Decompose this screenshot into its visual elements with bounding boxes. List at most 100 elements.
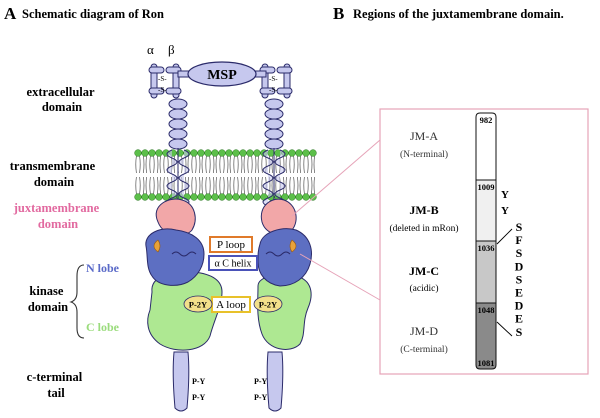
- left-transmembrane-helix: [166, 148, 190, 207]
- jm-end-residue: 1081: [478, 358, 495, 368]
- lipid-head-top: [225, 149, 233, 157]
- jm-residue-number: 1036: [478, 243, 495, 253]
- left-tail-py-2: P-Y: [192, 393, 206, 402]
- right-c-tail: [266, 351, 284, 412]
- right-transmembrane-helix: [262, 148, 286, 207]
- lipid-tail-top: [191, 155, 197, 174]
- right-p2y-label: P-2Y: [259, 300, 277, 310]
- lipid-tail-bottom: [199, 176, 203, 195]
- label-c-lobe: C lobe: [86, 320, 120, 334]
- jm-c-residue: S: [516, 272, 523, 286]
- lipid-head-top: [148, 149, 156, 157]
- lipid-head-bottom: [211, 193, 219, 201]
- jm-c-residue: D: [515, 259, 524, 273]
- lipid-tail-top: [149, 155, 155, 174]
- zoom-connector-bottom: [299, 253, 381, 301]
- label-cterminal-2: tail: [47, 386, 65, 400]
- lipid-head-bottom: [288, 193, 296, 201]
- kinase-lobe-brace: [69, 264, 85, 339]
- jm-d-name: JM-D: [410, 324, 438, 338]
- left-p2y-badge: [183, 295, 213, 313]
- lipid-tail-top: [297, 155, 301, 174]
- lipid-layer: [134, 149, 317, 201]
- left-n-lobe: [145, 228, 205, 286]
- left-disulfide-1: -S-: [158, 75, 167, 83]
- left-ac-helix-icon: [171, 251, 197, 257]
- lipid-head-top: [190, 149, 198, 157]
- lipid-tail-bottom: [149, 176, 155, 195]
- lipid-tail-top: [219, 155, 225, 174]
- right-disulfide-2: -S-: [269, 86, 278, 94]
- lipid-tail-top: [233, 155, 239, 174]
- lipid-head-bottom: [253, 193, 261, 201]
- label-juxtamembrane-2: domain: [38, 217, 78, 231]
- jm-a-name: JM-A: [410, 129, 438, 143]
- lipid-tail-top: [241, 155, 245, 174]
- lipid-head-bottom: [155, 193, 163, 201]
- jm-c-residue: D: [515, 299, 524, 313]
- right-ac-helix-icon: [265, 251, 291, 257]
- zoom-connector-top: [291, 139, 381, 217]
- lipid-tail-bottom: [241, 176, 245, 195]
- msp-label: MSP: [207, 68, 237, 83]
- lipid-head-bottom: [134, 193, 142, 201]
- jm-c-residue: S: [516, 220, 523, 234]
- jm-b-desc: (deleted in mRon): [389, 223, 458, 234]
- lipid-tail-top: [135, 155, 141, 174]
- right-atp-icon: [289, 239, 297, 253]
- lipid-head-top: [288, 149, 296, 157]
- lipid-head-bottom: [302, 193, 310, 201]
- lipid-head-bottom: [197, 193, 205, 201]
- lipid-head-top: [134, 149, 142, 157]
- label-kinase-1: kinase: [29, 284, 63, 298]
- lipid-tail-bottom: [213, 176, 217, 195]
- jm-c-desc: (acidic): [409, 283, 438, 294]
- lipid-head-bottom: [295, 193, 303, 201]
- panel-a: A Schematic diagram of Ron extracellular…: [4, 4, 381, 412]
- lipid-tail-top: [213, 155, 217, 174]
- lipid-tail-top: [227, 155, 231, 174]
- left-disulfide-2: -S-: [158, 86, 167, 94]
- lipid-head-top: [309, 149, 317, 157]
- lipid-tail-bottom: [233, 176, 239, 195]
- lipid-head-top: [211, 149, 219, 157]
- right-n-lobe: [257, 228, 312, 287]
- lipid-tail-top: [205, 155, 211, 174]
- svg-text:c-terminal tail: c-terminal tail: [27, 370, 86, 400]
- label-cterminal-1: c-terminal: [27, 370, 83, 384]
- lipid-tail-top: [255, 155, 259, 174]
- lipid-tail-top: [289, 155, 295, 174]
- membrane-bilayer: [134, 149, 317, 201]
- lipid-tail-top: [303, 155, 309, 174]
- lipid-head-top: [239, 149, 247, 157]
- alpha-label: α: [147, 42, 154, 57]
- lipid-tail-top: [247, 155, 253, 174]
- lipid-tail-bottom: [143, 176, 147, 195]
- lipid-head-bottom: [148, 193, 156, 201]
- lipid-head-bottom: [239, 193, 247, 201]
- lipid-tail-bottom: [255, 176, 259, 195]
- lipid-tail-bottom: [191, 176, 197, 195]
- lipid-tail-top: [311, 155, 315, 174]
- panel-b: B Regions of the juxtamembrane domain. 9…: [333, 4, 589, 375]
- svg-text:transmembrane domain: transmembrane domain: [10, 159, 99, 189]
- label-juxtamembrane-1: juxtamembrane: [13, 201, 100, 215]
- lipid-head-top: [246, 149, 254, 157]
- left-c-tail: [172, 351, 190, 412]
- lipid-head-bottom: [218, 193, 226, 201]
- left-tail-py-1: P-Y: [192, 377, 206, 386]
- lipid-head-bottom: [246, 193, 254, 201]
- lipid-tail-bottom: [247, 176, 253, 195]
- ac-helix-label: α C helix: [215, 259, 252, 270]
- lipid-head-bottom: [190, 193, 198, 201]
- label-kinase-2: domain: [28, 300, 68, 314]
- lipid-head-bottom: [232, 193, 240, 201]
- jm-d-desc: (C-terminal): [400, 344, 447, 355]
- beta-label: β: [168, 42, 175, 57]
- lipid-tail-bottom: [311, 176, 315, 195]
- jm-segment: [475, 112, 497, 181]
- jm-b-residue-2: Y: [501, 205, 509, 217]
- lipid-tail-bottom: [135, 176, 141, 195]
- left-p2y-label: P-2Y: [189, 300, 207, 310]
